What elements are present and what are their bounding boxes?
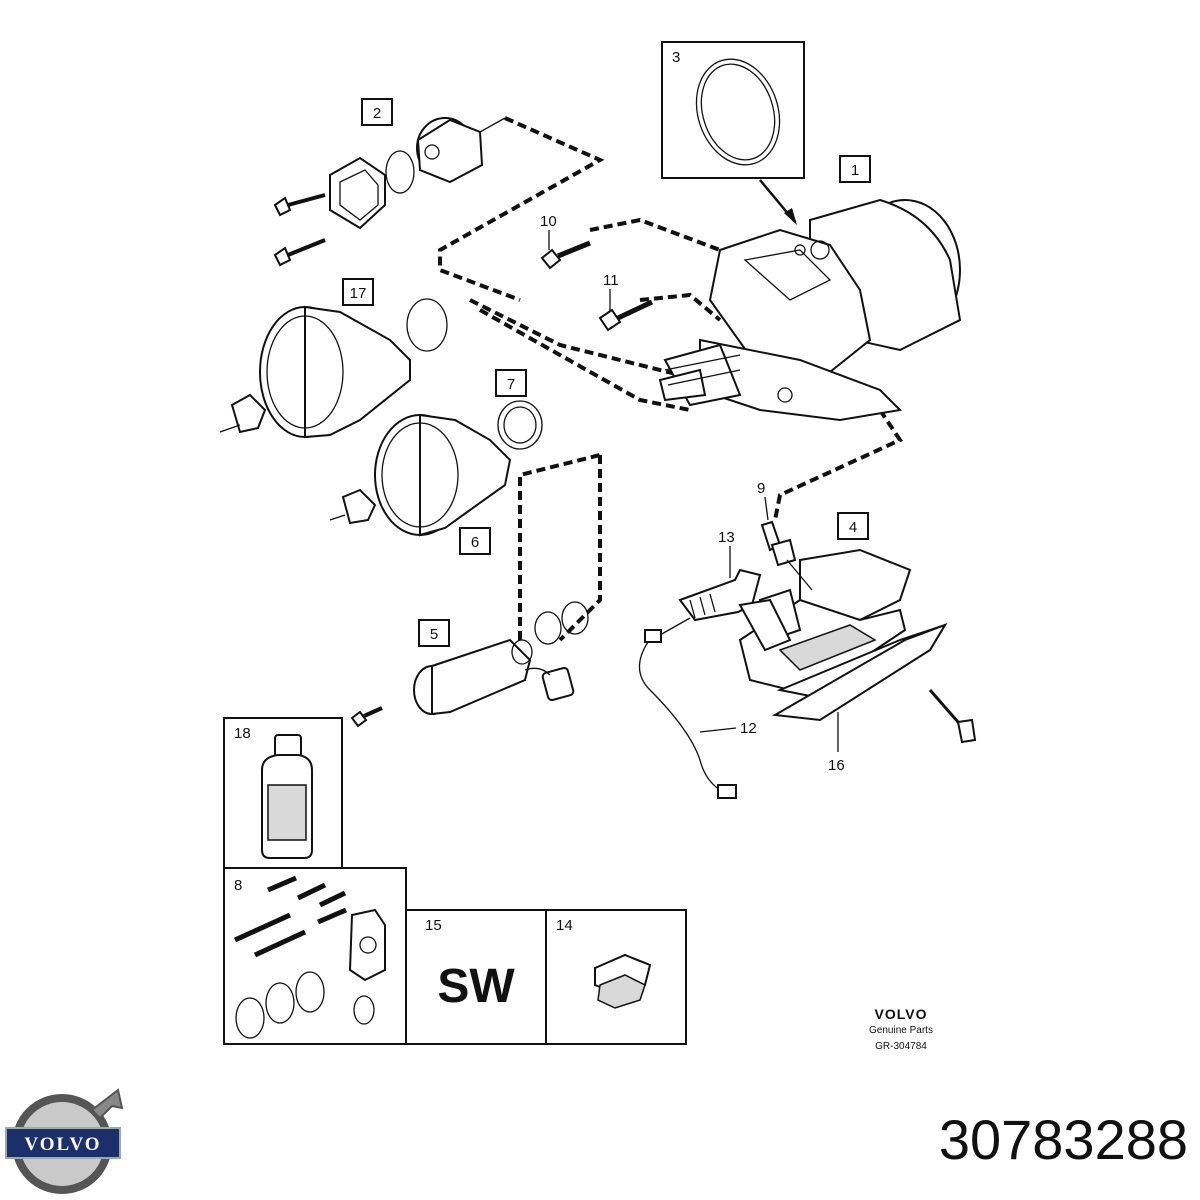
part-5-motor [350,601,589,728]
volvo-arrow-icon [90,1088,124,1120]
genuine-parts-block: VOLVO Genuine Parts GR-304784 [869,1006,933,1052]
callouts: 1 2 3 4 5 6 7 9 10 11 12 13 16 17 [342,49,871,774]
callout-15: 15 [425,917,442,934]
part-12-wire [638,617,737,799]
callout-6: 6 [471,534,479,551]
screw-set-icon [233,875,347,958]
part-17-coupling [219,298,448,439]
callout-10: 10 [540,213,557,230]
callout-5: 5 [430,626,438,643]
kit-15: 15 SW [405,909,547,1045]
flange-icon [348,908,386,982]
callout-14: 14 [556,917,573,934]
callout-2: 2 [373,105,381,122]
callout-1: 1 [851,162,859,179]
callout-12: 12 [740,720,757,737]
o-ring-set-icon [235,971,375,1039]
callout-7: 7 [507,376,515,393]
brand-small: VOLVO [875,1006,928,1022]
callout-13: 13 [718,529,735,546]
callout-11: 11 [603,272,619,289]
part-13-connector [678,568,792,652]
bolt-11 [598,299,654,332]
part-3-gasket [661,41,805,225]
kit-14: 14 [545,909,687,1045]
callout-9: 9 [757,480,765,497]
logo-wordmark: VOLVO [24,1134,101,1155]
kit-15-text: SW [437,960,515,1013]
callout-8: 8 [234,877,242,894]
part-2-filter [273,117,506,267]
part-9-sensor [760,520,813,591]
callout-16: 16 [828,757,845,774]
clip-icon [594,953,652,1009]
kit-8: 8 [223,867,407,1045]
callout-18: 18 [234,725,251,742]
bottle-cap-icon [274,734,302,758]
part-number: 30783288 [938,1108,1188,1171]
part-16-cover [771,623,948,722]
genuine-parts-text: Genuine Parts [869,1025,933,1036]
bolt-10 [540,240,591,270]
kit-18: 18 [223,717,343,869]
diagram-ref: GR-304784 [875,1041,927,1052]
part-6-coupling [329,413,512,537]
callout-17: 17 [350,285,367,302]
part-7-seal [497,400,543,450]
leader-lines [438,116,903,642]
part-1-housing [658,198,962,422]
callout-3: 3 [672,49,680,66]
volvo-logo: VOLVO [5,1088,124,1194]
callout-4: 4 [849,519,857,536]
